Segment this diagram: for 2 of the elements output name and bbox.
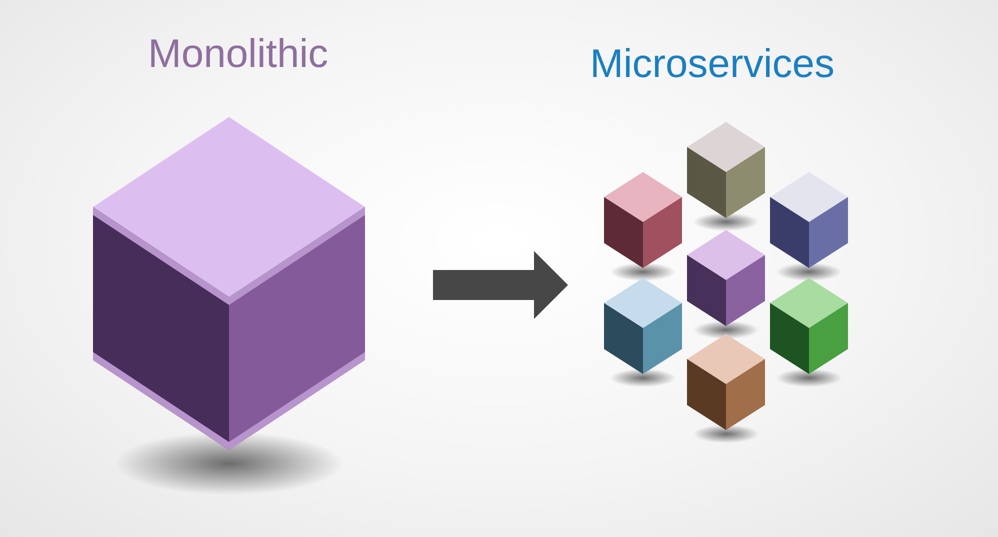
heading: Monolithic [148,31,328,78]
heading: Microservices [590,41,834,88]
